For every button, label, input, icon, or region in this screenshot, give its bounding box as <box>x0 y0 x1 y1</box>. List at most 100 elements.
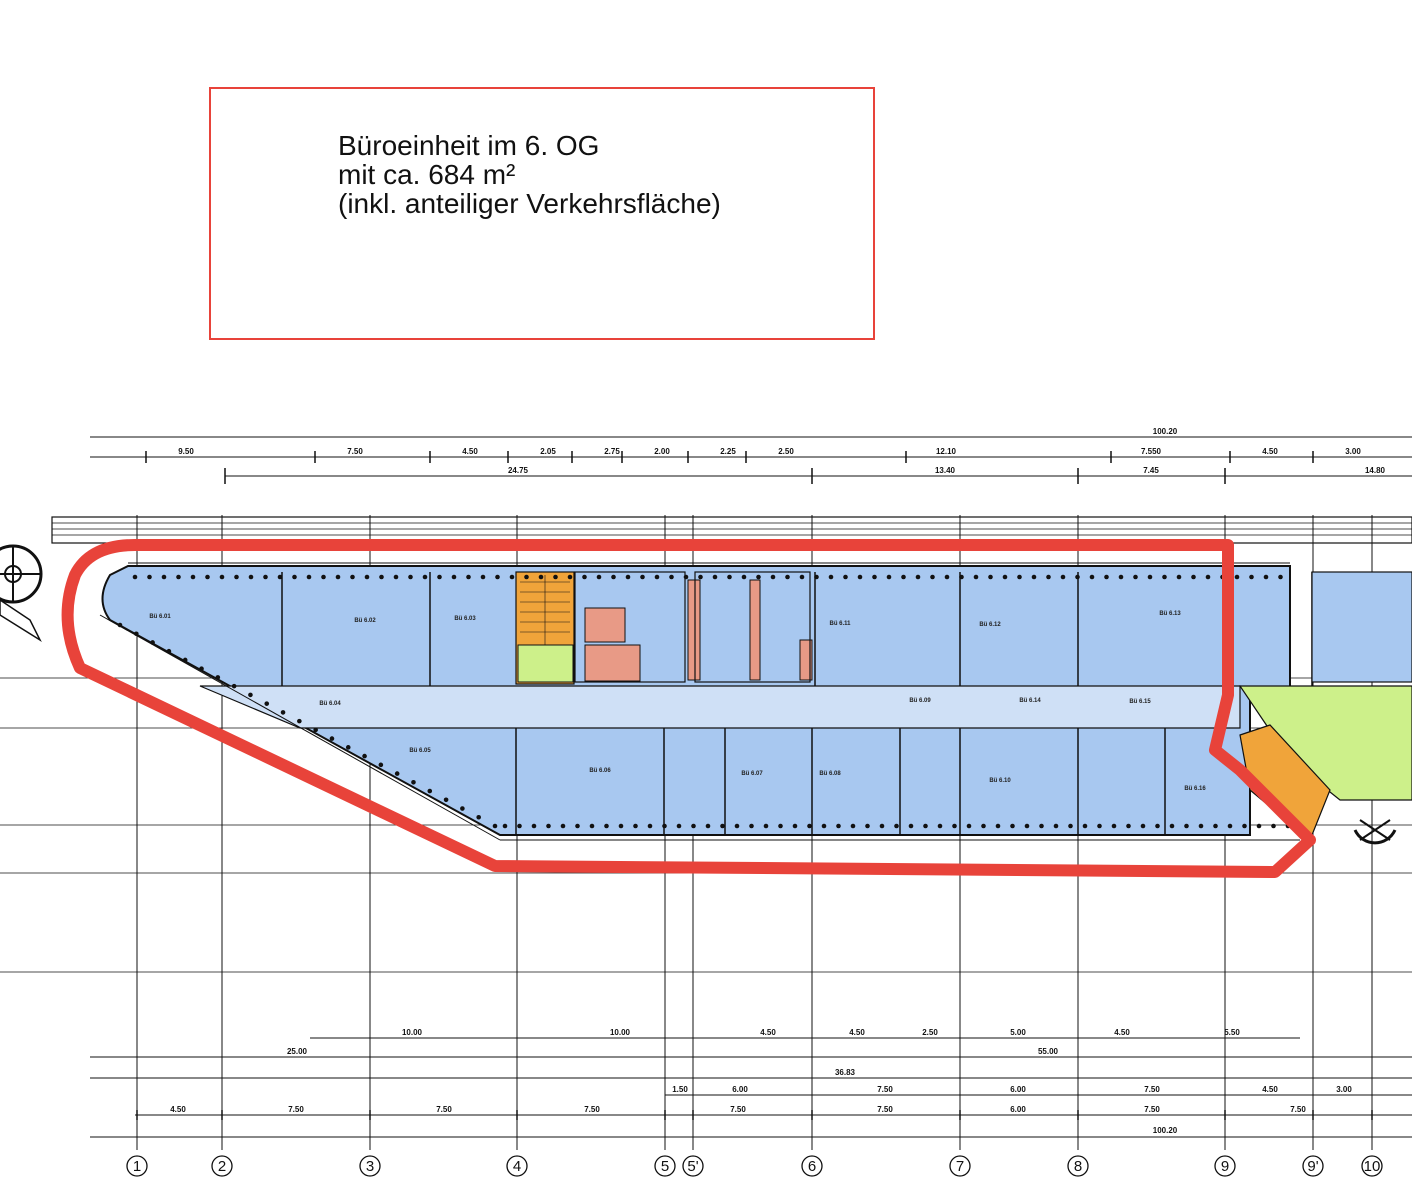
column-dot <box>553 574 558 580</box>
axis-marker: 5 <box>654 1155 676 1177</box>
column-dot <box>517 823 522 829</box>
column-dot <box>538 574 544 580</box>
column-dot <box>575 823 580 829</box>
column-dot <box>394 771 400 776</box>
column-dot <box>466 574 471 580</box>
column-dot <box>509 574 515 580</box>
column-dot <box>1242 823 1247 829</box>
column-dot <box>778 823 783 829</box>
column-dot <box>1082 823 1088 829</box>
dim-top-row1: 4.50 <box>462 447 478 456</box>
column-dot <box>741 574 747 580</box>
axis-marker: 8 <box>1067 1155 1089 1177</box>
column-dot <box>857 574 863 580</box>
column-dot <box>749 823 754 829</box>
column-dot <box>1227 823 1233 829</box>
column-dot <box>633 823 638 829</box>
shaft-1 <box>584 607 626 643</box>
dim-bottom-row4: 1.50 <box>672 1085 688 1094</box>
dim-top-row1: 7.50 <box>347 447 363 456</box>
column-dot <box>480 574 486 580</box>
column-dot <box>647 823 653 829</box>
room-label: Bü 6.06 <box>589 768 611 774</box>
column-dot <box>959 574 964 580</box>
axis-label: 2 <box>218 1158 226 1175</box>
dim-bottom-row2: 25.00 <box>287 1047 308 1056</box>
column-dot <box>1249 574 1254 580</box>
column-dot <box>215 675 221 680</box>
axis-label: 5' <box>687 1158 698 1175</box>
dim-top-row2: 24.75 <box>508 466 529 475</box>
column-dot <box>915 574 921 580</box>
column-dot <box>988 574 993 580</box>
column-dot <box>393 574 399 580</box>
column-dot <box>923 823 928 829</box>
column-dot <box>676 823 682 829</box>
column-dot <box>460 806 465 811</box>
column-dot <box>182 657 188 663</box>
dim-bottom-row5: 7.50 <box>1290 1105 1306 1114</box>
axis-label: 7 <box>956 1158 964 1175</box>
room-label: Bü 6.10 <box>989 778 1011 784</box>
dim-top-row1: 2.00 <box>654 447 670 456</box>
dim-bottom-row1: 2.50 <box>922 1028 938 1037</box>
column-dot <box>836 823 841 829</box>
shaft-3 <box>687 579 701 681</box>
highlight-boundary <box>61 539 1316 878</box>
column-dot <box>691 823 696 829</box>
column-dot <box>1024 823 1030 829</box>
column-dot <box>1184 823 1189 829</box>
column-dot <box>147 574 152 580</box>
column-dot <box>930 574 935 580</box>
axis-label: 3 <box>366 1158 374 1175</box>
shaft-2 <box>584 644 641 682</box>
dim-bottom-row4: 6.00 <box>1010 1085 1026 1094</box>
info-title: Büroeinheit im 6. OG <box>338 130 600 161</box>
dim-bottom-row3: 36.83 <box>835 1068 856 1077</box>
axis-marker: 3 <box>359 1155 381 1177</box>
column-dot <box>199 666 204 671</box>
dim-bottom-row4: 7.50 <box>877 1085 893 1094</box>
room-label: Bü 6.01 <box>149 614 171 620</box>
column-dot <box>799 574 805 580</box>
room-label: Bü 6.14 <box>1019 698 1041 704</box>
dim-bottom-row1: 4.50 <box>1114 1028 1130 1037</box>
column-dot <box>1133 574 1138 580</box>
column-dot <box>1111 823 1117 829</box>
dim-bottom-row4: 6.00 <box>732 1085 748 1094</box>
column-dot <box>476 814 481 820</box>
dim-top-row1: 12.10 <box>936 447 957 456</box>
column-dot <box>335 574 341 580</box>
column-dot <box>161 574 167 580</box>
info-note: (inkl. anteiliger Verkehrsfläche) <box>338 188 721 219</box>
column-dot <box>379 574 384 580</box>
column-dot <box>1263 574 1269 580</box>
column-dot <box>785 574 790 580</box>
column-dot <box>1147 574 1153 580</box>
column-dot <box>1010 823 1015 829</box>
dim-bottom-total: 100.20 <box>1153 1126 1178 1135</box>
column-dot <box>872 574 877 580</box>
column-dot <box>589 823 595 829</box>
dim-top-row1: 2.75 <box>604 447 620 456</box>
column-dot <box>901 574 906 580</box>
column-dot <box>814 574 819 580</box>
column-dot <box>821 823 827 829</box>
column-dot <box>364 574 370 580</box>
column-dot <box>166 648 172 654</box>
column-dot <box>1126 823 1131 829</box>
column-dot <box>132 574 138 580</box>
room-label: Bü 6.03 <box>454 616 476 622</box>
column-dot <box>807 823 812 829</box>
column-dot <box>843 574 848 580</box>
dim-bottom-row1: 4.50 <box>760 1028 776 1037</box>
column-dot <box>378 762 384 768</box>
dim-bottom-row5: 7.50 <box>1144 1105 1160 1114</box>
column-dot <box>908 823 914 829</box>
column-dot <box>1271 823 1276 829</box>
column-dot <box>1155 823 1160 829</box>
column-dot <box>1176 574 1182 580</box>
axis-label: 9' <box>1307 1158 1318 1175</box>
